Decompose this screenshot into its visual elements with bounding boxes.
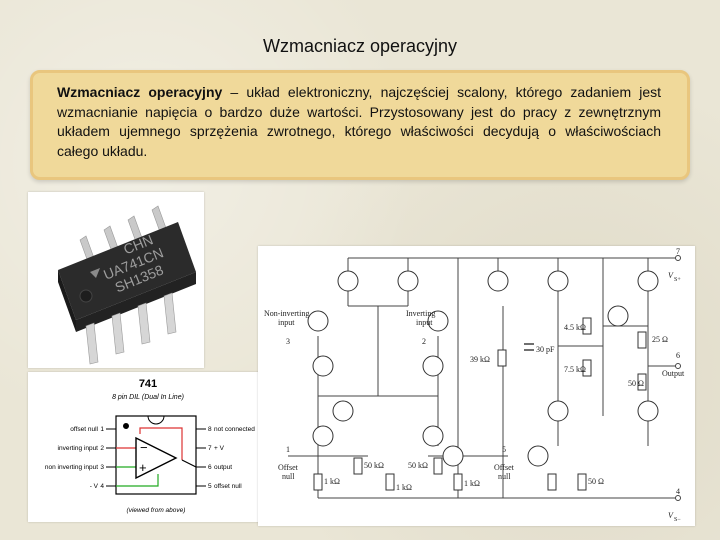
pin-number-4: 4 xyxy=(100,483,104,490)
r-4-5k-label: 4.5 kΩ xyxy=(564,323,586,332)
chip-photo: CHN UA741CN SH1358 xyxy=(28,192,204,368)
offset1-label-line2: null xyxy=(282,472,295,481)
pin-label-5: offset null xyxy=(214,483,242,490)
offset5-label-line1: Offset xyxy=(494,463,515,472)
r-25-label: 25 Ω xyxy=(652,335,668,344)
r-7-5k-label: 7.5 kΩ xyxy=(564,365,586,374)
pinout-subtitle: 8 pin DIL (Dual In Line) xyxy=(112,394,184,401)
pinout-footer: (viewed from above) xyxy=(127,507,186,514)
offset1-label-line1: Offset xyxy=(278,463,299,472)
r-1k-c-label: 1 kΩ xyxy=(464,479,480,488)
noninv-label-line2: input xyxy=(278,318,295,327)
r-1k-b-label: 1 kΩ xyxy=(396,483,412,492)
r-1k-a-label: 1 kΩ xyxy=(324,477,340,486)
slide-title: Wzmacniacz operacyjny xyxy=(262,36,458,56)
r-39k-label: 39 kΩ xyxy=(470,355,490,364)
vs-minus-label: V xyxy=(668,511,674,520)
opamp-minus: − xyxy=(140,440,148,455)
pin-label-4: - V xyxy=(90,483,99,490)
r-50-bot-label: 50 Ω xyxy=(588,477,604,486)
pin-label-7: + V xyxy=(214,445,225,452)
pin-number-3: 3 xyxy=(100,464,104,471)
inv-label-line1: Inverting xyxy=(406,309,435,318)
definition-box: Wzmacniacz operacyjny – układ elektronic… xyxy=(30,70,690,180)
offset5-label-line2: null xyxy=(498,472,511,481)
pin-number-8: 8 xyxy=(208,426,212,433)
pin-number-5: 5 xyxy=(208,483,212,490)
vs-plus-sub: S+ xyxy=(674,277,681,283)
noninv-pin: 3 xyxy=(286,337,290,346)
opamp-plus: + xyxy=(139,460,147,475)
r-50k-a-label: 50 kΩ xyxy=(364,461,384,470)
internal-schematic: Non-inverting input 3 Inverting input 2 … xyxy=(258,246,695,526)
output-pin: 6 xyxy=(676,351,680,360)
vs-minus-sub: S− xyxy=(674,517,681,523)
definition-text: – układ elektroniczny, najczęściej scalo… xyxy=(57,84,662,159)
vs-plus-label: V xyxy=(668,271,674,280)
offset1-pin: 1 xyxy=(286,445,290,454)
pin-number-6: 6 xyxy=(208,464,212,471)
output-label: Output xyxy=(662,369,685,378)
c-30p-label: 30 pF xyxy=(536,345,555,354)
pin-label-6: output xyxy=(214,464,232,471)
r-50k-b-label: 50 kΩ xyxy=(408,461,428,470)
pin-label-2: inverting input xyxy=(58,445,99,452)
offset5-pin: 5 xyxy=(502,445,506,454)
pin-label-3: non inverting input xyxy=(45,464,98,471)
inv-label-line2: input xyxy=(416,318,433,327)
definition-term: Wzmacniacz operacyjny xyxy=(57,84,223,100)
vs-plus-pin: 7 xyxy=(676,247,680,256)
vs-minus-pin: 4 xyxy=(676,487,680,496)
pin-number-1: 1 xyxy=(100,426,104,433)
pin-label-1: offset null xyxy=(70,426,98,433)
pin-number-7: 7 xyxy=(208,445,212,452)
opamp-symbol xyxy=(135,436,178,480)
pinout-title: 741 xyxy=(139,378,157,390)
pinout-diagram: 741 8 pin DIL (Dual In Line) offset null… xyxy=(28,372,268,522)
inv-pin: 2 xyxy=(422,337,426,346)
noninv-label-line1: Non-inverting xyxy=(264,309,309,318)
pin-label-8: not connected xyxy=(214,426,255,433)
pin-number-2: 2 xyxy=(100,445,104,452)
r-50-out-label: 50 Ω xyxy=(628,379,644,388)
